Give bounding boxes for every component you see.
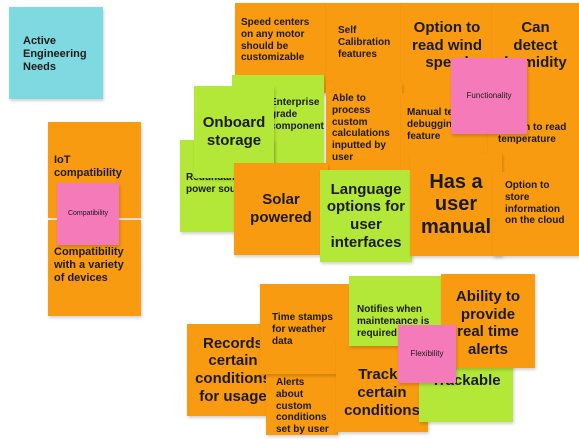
label-functionality-text: Functionality bbox=[466, 91, 512, 101]
sticky-process-custom[interactable]: Able to process custom calculations inpu… bbox=[326, 83, 402, 175]
label-compatibility-text: Compatibility bbox=[67, 209, 109, 217]
sticky-devices-text: Compatibility with a variety of devices bbox=[54, 246, 124, 284]
label-flexibility-text: Flexibility bbox=[410, 349, 444, 359]
sticky-tracks-text: Tracks certain conditions bbox=[344, 366, 420, 419]
header-note-text: Active Engineering Needs bbox=[23, 35, 87, 73]
sticky-process-custom-text: Able to process custom calculations inpu… bbox=[332, 93, 390, 163]
sticky-cloud-text: Option to store information on the cloud bbox=[505, 180, 565, 227]
label-functionality[interactable]: Functionality bbox=[451, 58, 527, 134]
sticky-notifies[interactable]: Notifies when maintenance is required bbox=[349, 276, 441, 346]
sticky-notifies-text: Notifies when maintenance is required bbox=[357, 304, 430, 339]
sticky-records-text: Records certain conditions for usage bbox=[195, 334, 271, 405]
sticky-language-options-text: Language options for user interfaces bbox=[326, 180, 406, 251]
sticky-onboard-storage[interactable]: Onboard storage bbox=[194, 86, 274, 178]
sticky-solar[interactable]: Solar powered bbox=[234, 163, 328, 255]
sticky-speed-centers-text: Speed centers on any motor should be cus… bbox=[241, 17, 310, 64]
sticky-read-temperature-text: Option to read temperature bbox=[498, 122, 567, 145]
sticky-solar-text: Solar powered bbox=[250, 191, 312, 226]
sticky-self-calibration-text: Self Calibration features bbox=[338, 25, 391, 60]
sticky-user-manual-text: Has a user manual bbox=[420, 170, 492, 238]
sticky-self-calibration[interactable]: Self Calibration features bbox=[326, 3, 402, 93]
sticky-timestamps-text: Time stamps for weather data bbox=[272, 312, 333, 347]
sticky-records[interactable]: Records certain conditions for usage bbox=[187, 324, 279, 416]
sticky-manual-testing-text: Manual testing, debugging feature bbox=[407, 107, 480, 142]
sticky-timestamps[interactable]: Time stamps for weather data bbox=[260, 284, 354, 374]
sticky-user-manual[interactable]: Has a user manual bbox=[410, 153, 502, 256]
sticky-onboard-storage-text: Onboard storage bbox=[202, 114, 266, 149]
sticky-alerts-custom-text: Alerts about custom conditions set by us… bbox=[276, 377, 329, 435]
sticky-realtime-text: Ability to provide real time alerts bbox=[455, 288, 521, 359]
label-flexibility[interactable]: Flexibility bbox=[398, 325, 456, 383]
sticky-iot-text: IoT compatibility bbox=[54, 154, 122, 179]
sticky-enterprise-text: Enterprise grade components bbox=[270, 97, 324, 132]
sticky-cloud[interactable]: Option to store information on the cloud bbox=[493, 172, 579, 256]
label-compatibility[interactable]: Compatibility bbox=[57, 183, 119, 245]
sticky-language-options[interactable]: Language options for user interfaces bbox=[320, 170, 412, 262]
header-note[interactable]: Active Engineering Needs bbox=[9, 7, 103, 99]
sticky-realtime[interactable]: Ability to provide real time alerts bbox=[441, 274, 535, 368]
